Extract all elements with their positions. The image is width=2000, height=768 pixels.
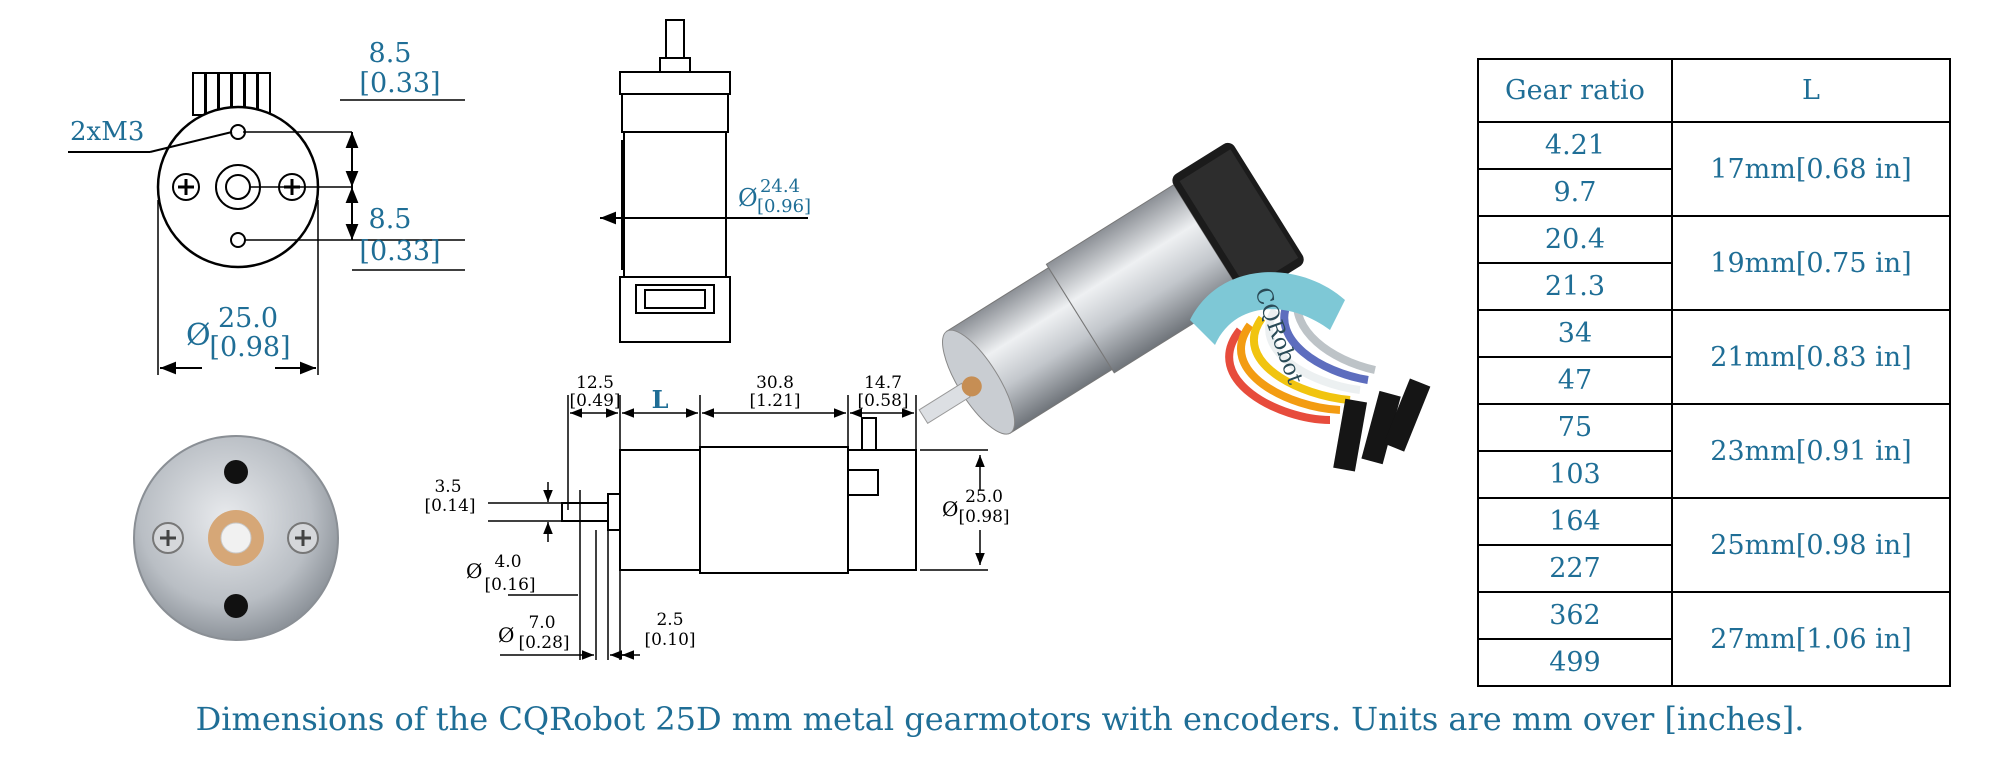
dimension-drawing: 2xM3 8.5 [0.33] 8.5 [0.33] Ø 25.0 [0.98] xyxy=(68,19,1431,660)
connector-pins xyxy=(192,72,271,116)
motor-face-photo xyxy=(133,435,339,641)
front-view: 2xM3 8.5 [0.33] 8.5 [0.33] Ø 25.0 [0.98] xyxy=(68,38,465,375)
length-cell: 19mm[0.75 in] xyxy=(1670,215,1952,311)
table-row: 227 xyxy=(1477,544,1950,593)
dim-30-8-inch: [1.21] xyxy=(749,391,800,411)
front-diameter-symbol: Ø xyxy=(186,318,211,353)
bottom-dim-value: 8.5 xyxy=(369,204,412,235)
figure-caption: Dimensions of the CQRobot 25D mm metal g… xyxy=(195,700,1805,738)
dim-L-label: L xyxy=(652,385,669,414)
gear-ratio-cell: 4.21 xyxy=(1477,121,1673,170)
table-header-row: Gear ratio L xyxy=(1477,58,1952,123)
top-dim-value: 8.5 xyxy=(369,38,412,69)
body-diam-symbol: Ø xyxy=(942,497,958,521)
table-row: 4.21 17mm[0.68 in] xyxy=(1477,121,1952,217)
gear-ratio-cell: 34 xyxy=(1477,309,1673,358)
gear-ratio-table: Gear ratio L 4.21 17mm[0.68 in] 9.7 20.4… xyxy=(1477,58,1952,687)
gear-ratio-cell: 21.3 xyxy=(1477,262,1673,311)
length-cell: 25mm[0.98 in] xyxy=(1670,497,1952,593)
table-row: 164 25mm[0.98 in] xyxy=(1477,497,1952,593)
front-diameter-inch: [0.98] xyxy=(209,332,290,363)
table-row: 21.3 xyxy=(1477,262,1950,311)
top-diameter-value: 24.4 xyxy=(760,176,800,197)
table-row: 499 xyxy=(1477,638,1950,687)
gear-ratio-cell: 9.7 xyxy=(1477,168,1673,217)
bottom-dim-inch: [0.33] xyxy=(359,236,440,267)
gear-ratio-cell: 362 xyxy=(1477,591,1673,640)
gear-ratio-cell: 20.4 xyxy=(1477,215,1673,264)
boss-diam-symbol: Ø xyxy=(498,623,514,647)
length-cell: 17mm[0.68 in] xyxy=(1670,121,1952,217)
table-row: 20.4 19mm[0.75 in] xyxy=(1477,215,1952,311)
table-row: 103 xyxy=(1477,450,1950,499)
center-shaft xyxy=(225,174,251,200)
boss-diam-inch: [0.28] xyxy=(518,633,569,653)
top-diameter-inch: [0.96] xyxy=(757,196,811,217)
table-row: 9.7 xyxy=(1477,168,1950,217)
shaft-diam-symbol: Ø xyxy=(466,559,482,583)
table-row: 34 21mm[0.83 in] xyxy=(1477,309,1952,405)
gear-ratio-cell: 103 xyxy=(1477,450,1673,499)
front-diameter-value: 25.0 xyxy=(218,303,278,334)
boss-len-inch: [0.10] xyxy=(644,630,695,650)
top-view xyxy=(600,19,808,343)
dim-12-5: 12.5 xyxy=(576,373,614,393)
boss-len-value: 2.5 xyxy=(656,610,683,630)
shaft-diam-value: 4.0 xyxy=(494,552,521,572)
body-diam-inch: [0.98] xyxy=(958,507,1009,527)
m3-hole-top xyxy=(230,124,246,140)
length-cell: 21mm[0.83 in] xyxy=(1670,309,1952,405)
dim-14-7-inch: [0.58] xyxy=(857,391,908,411)
gear-ratio-cell: 164 xyxy=(1477,497,1673,546)
table-row: 75 23mm[0.91 in] xyxy=(1477,403,1952,499)
dim-3-5: 3.5 xyxy=(434,477,461,497)
body-diam-value: 25.0 xyxy=(965,487,1003,507)
gear-ratio-cell: 75 xyxy=(1477,403,1673,452)
length-cell: 27mm[1.06 in] xyxy=(1670,591,1952,687)
top-diameter-symbol: Ø xyxy=(738,184,758,212)
dim-3-5-inch: [0.14] xyxy=(424,496,475,516)
m3-label: 2xM3 xyxy=(70,117,144,147)
dim-30-8: 30.8 xyxy=(756,373,794,393)
boss-diam-value: 7.0 xyxy=(528,613,555,633)
side-view-dim-lines xyxy=(488,395,988,660)
dim-12-5-inch: [0.49] xyxy=(569,391,620,411)
side-view xyxy=(561,417,917,574)
m3-hole-bottom xyxy=(230,232,246,248)
dim-14-7: 14.7 xyxy=(864,373,902,393)
product-photo: CQRobot xyxy=(918,142,1431,472)
table-row: 47 xyxy=(1477,356,1950,405)
length-cell: 23mm[0.91 in] xyxy=(1670,403,1952,499)
gear-ratio-cell: 47 xyxy=(1477,356,1673,405)
gear-ratio-cell: 499 xyxy=(1477,638,1673,687)
header-length: L xyxy=(1670,58,1952,123)
header-gear-ratio: Gear ratio xyxy=(1477,58,1673,123)
shaft-diam-inch: [0.16] xyxy=(484,575,535,595)
top-dim-inch: [0.33] xyxy=(359,68,440,99)
table-row: 362 27mm[1.06 in] xyxy=(1477,591,1952,687)
gear-ratio-cell: 227 xyxy=(1477,544,1673,593)
